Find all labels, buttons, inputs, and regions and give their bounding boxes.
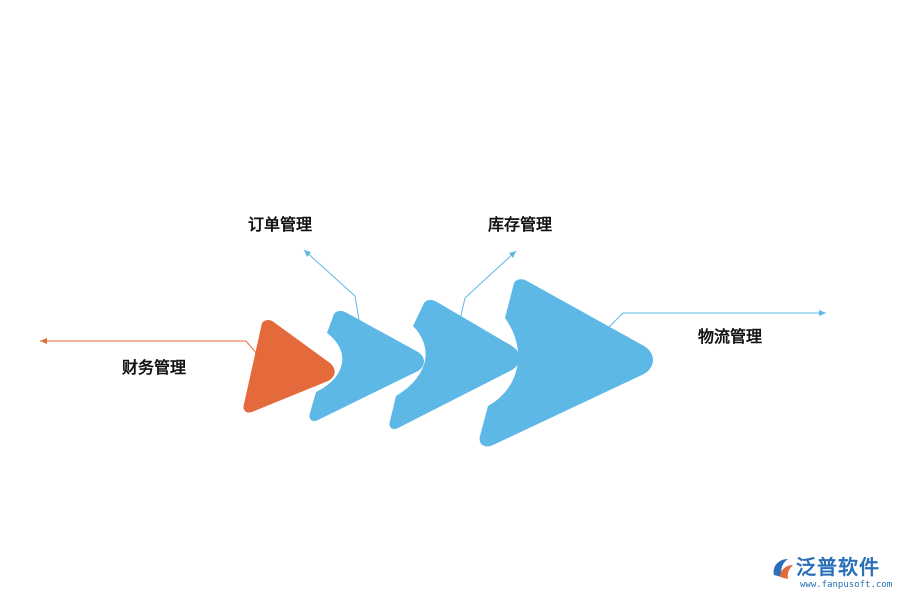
brand-logo: 泛普软件 www.fanpusoft.com bbox=[770, 553, 895, 593]
logo-url: www.fanpusoft.com bbox=[800, 580, 893, 590]
connector-stock bbox=[459, 250, 517, 321]
arrow-stock bbox=[389, 299, 520, 430]
connector-stock-arrowhead bbox=[509, 251, 516, 258]
connector-order-arrowhead bbox=[304, 250, 311, 257]
logo-name: 泛普软件 bbox=[796, 555, 880, 579]
connector-finance-arrowhead bbox=[40, 338, 47, 344]
connector-finance bbox=[40, 340, 259, 356]
arrow-finance bbox=[243, 320, 335, 413]
connector-logistics bbox=[605, 312, 826, 331]
label-stock: 库存管理 bbox=[488, 215, 553, 234]
label-finance: 财务管理 bbox=[122, 358, 187, 377]
fanpu-logo-icon bbox=[773, 559, 793, 579]
connector-logistics-arrowhead bbox=[819, 310, 826, 316]
label-order: 订单管理 bbox=[248, 215, 313, 234]
connector-order bbox=[303, 249, 360, 321]
arrow-logistics bbox=[479, 279, 653, 447]
label-logistics: 物流管理 bbox=[698, 327, 763, 346]
arrow-order bbox=[309, 310, 424, 422]
